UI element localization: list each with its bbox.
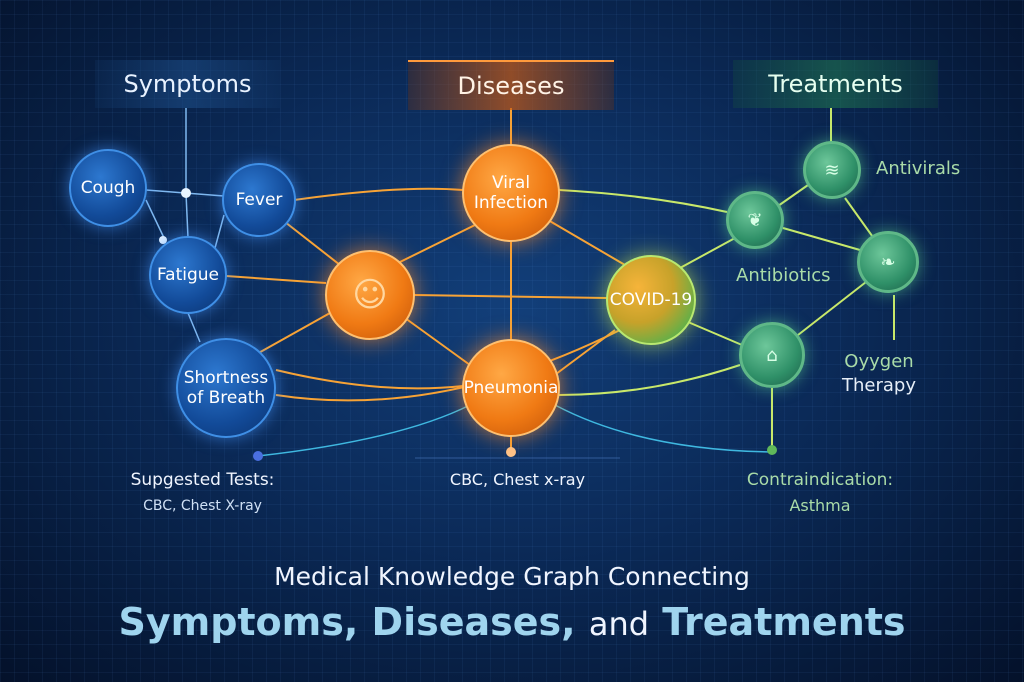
node-label: Infection	[473, 193, 549, 213]
contra-value: Asthma	[789, 496, 851, 515]
junction-dot	[181, 188, 191, 198]
edge-pneumonia-contra	[554, 404, 773, 453]
label-antibiotics: Antibiotics	[736, 265, 831, 286]
node-fatigue[interactable]: Fatigue	[149, 236, 227, 314]
pneumonia-tests: CBC, Chest x-ray	[449, 470, 586, 489]
person-icon: ☺	[352, 275, 388, 315]
edge-antivirals-oxygen	[844, 197, 876, 241]
edge-cough-fatigue	[145, 199, 166, 241]
edge-fever-viral	[293, 187, 464, 201]
node-cough[interactable]: Cough	[69, 149, 147, 227]
title-line-2: Symptoms, Diseases, and Treatments	[0, 600, 1024, 644]
title-symptoms: Symptoms,	[118, 600, 359, 644]
edge-fever-fatigue	[214, 214, 225, 249]
contra-dot	[767, 445, 777, 455]
edge-shortness-pneumonia	[275, 369, 464, 390]
edge-pneumonia-covid	[547, 329, 616, 381]
contra-label: Contraindication:	[746, 470, 894, 490]
tests-label: Supgested Tests:	[130, 470, 275, 490]
node-oxygen-therapy[interactable]: ❧	[857, 231, 919, 293]
wifi-icon: ≋	[824, 159, 840, 181]
label-line: Therapy	[842, 375, 916, 396]
node-antivirals[interactable]: ≋	[803, 141, 861, 199]
title-diseases: Diseases,	[371, 600, 576, 644]
edge-orange-pneumonia	[404, 317, 471, 366]
edge-antibiotics-antivirals	[777, 184, 809, 207]
tests-dot	[253, 451, 263, 461]
edge-fever-orange	[284, 221, 341, 266]
header-symptoms: Symptoms	[95, 60, 280, 108]
edge-covid-bottom	[687, 321, 743, 346]
header-diseases: Diseases	[408, 60, 614, 110]
label-antivirals: Antivirals	[876, 158, 961, 179]
node-pneumonia[interactable]: Pneumonia	[462, 339, 560, 437]
edge-orange-viral	[399, 224, 476, 263]
node-covid-19[interactable]: COVID-19	[606, 255, 696, 345]
node-treatment-facility[interactable]: ⌂	[739, 322, 805, 388]
header-treatments: Treatments	[733, 60, 938, 108]
title-line-1: Medical Knowledge Graph Connecting	[274, 562, 750, 591]
building-icon: ⌂	[766, 344, 778, 366]
edge-antibiotics-oxygen	[782, 227, 861, 251]
title-treatments: Treatments	[662, 600, 906, 644]
edge-viral-antibiotics	[558, 189, 728, 213]
contraindication: Contraindication: Asthma	[720, 470, 920, 515]
pneumonia-tests-dot	[506, 447, 516, 457]
edge-junction-fatigue	[185, 192, 189, 239]
suggested-tests: Supgested Tests: CBC, Chest X-ray	[110, 470, 295, 514]
node-shortness-of-breath[interactable]: Shortness of Breath	[176, 338, 276, 438]
edge-pneumonia-bottom	[557, 364, 741, 396]
label-oxygen-therapy: Oyygen Therapy	[842, 350, 916, 398]
node-label: Viral	[491, 173, 531, 193]
node-viral-infection[interactable]: Viral Infection	[462, 144, 560, 242]
node-fever[interactable]: Fever	[222, 163, 296, 237]
leaf-icon: ❦	[747, 209, 763, 231]
edge-covid-antibiotics	[679, 237, 736, 269]
edge-fatigue-orange	[225, 275, 327, 284]
node-label: Shortness	[183, 368, 269, 388]
node-antibiotics[interactable]: ❦	[726, 191, 784, 249]
tests-value: CBC, Chest X-ray	[143, 498, 262, 514]
lungs-icon: ❧	[880, 251, 896, 273]
label-line: Oyygen	[844, 351, 914, 372]
edge-oxygen-bottom	[797, 281, 867, 336]
node-label: of Breath	[186, 388, 266, 408]
edge-viral-covid	[547, 219, 626, 266]
edge-orange-shortness	[254, 312, 331, 356]
title-and: and	[588, 605, 650, 643]
node-disease-icon[interactable]: ☺	[325, 250, 415, 340]
edge-fatigue-shortness	[187, 312, 201, 343]
edge-tests-pneumonia	[257, 404, 471, 457]
edge-shortness-covid	[275, 329, 621, 402]
